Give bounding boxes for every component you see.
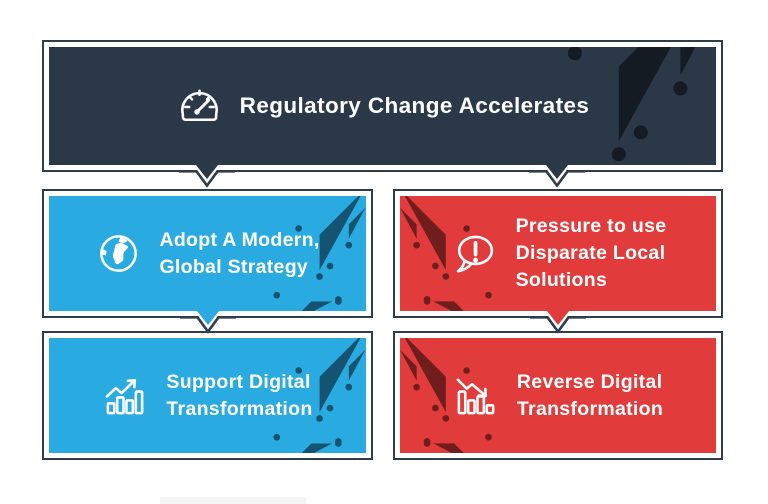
- header-title: Regulatory Change Accelerates: [239, 93, 590, 118]
- card-text: Pressure to use Disparate Local Solution…: [516, 213, 667, 294]
- card-support-digital-transformation: Support Digital Transformation: [42, 331, 373, 460]
- card-line: Reverse Digital: [516, 370, 663, 393]
- down-arrow-connector: [179, 311, 236, 334]
- globe-icon: [100, 235, 138, 272]
- down-arrow-connector: [529, 165, 585, 188]
- card-pressure-disparate-local-solutions: Pressure to use Disparate Local Solution…: [393, 189, 723, 334]
- card-line: Pressure to use: [515, 215, 667, 238]
- header-card: Regulatory Change Accelerates: [42, 40, 723, 188]
- card-text: Adopt A Modern, Global Strategy: [159, 227, 319, 281]
- down-arrow-connector: [530, 311, 586, 334]
- card-line: Transformation: [516, 397, 664, 420]
- card-reverse-digital-transformation: Reverse Digital Transformation: [393, 331, 723, 460]
- card-line: Support Digital: [166, 370, 311, 393]
- card-text: Support Digital Transformation: [166, 369, 312, 423]
- card-line: Global Strategy: [159, 255, 309, 278]
- card-adopt-modern-global-strategy: Adopt A Modern, Global Strategy: [42, 189, 373, 334]
- chart-trending-up-icon: [106, 379, 144, 415]
- card-line: Disparate Local: [515, 242, 666, 265]
- chart-trending-down-icon: [456, 378, 495, 415]
- alert-speech-bubble-icon: [456, 235, 493, 273]
- card-line: Transformation: [166, 397, 313, 420]
- down-arrow-connector: [179, 165, 235, 188]
- bottom-artifact-bar: [160, 497, 306, 504]
- card-line: Adopt A Modern,: [159, 228, 320, 251]
- card-line: Solutions: [515, 268, 608, 291]
- speedometer-icon: [180, 89, 218, 121]
- card-text: Reverse Digital Transformation: [517, 369, 663, 423]
